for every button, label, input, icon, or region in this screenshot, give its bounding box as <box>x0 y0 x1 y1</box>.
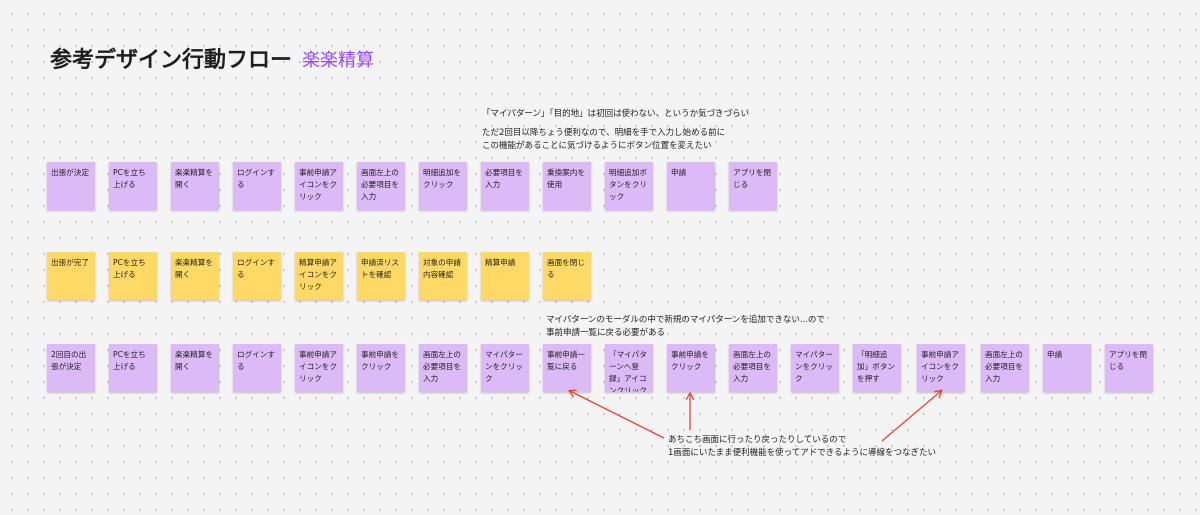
sticky-note[interactable]: 事前申請一覧に戻る <box>543 344 591 392</box>
sticky-note[interactable]: 申請 <box>667 162 715 210</box>
sticky-note[interactable]: 対象の申請内容確認 <box>419 252 467 300</box>
sticky-note[interactable]: マイパターンをクリック <box>481 344 529 392</box>
sticky-note[interactable]: 2回目の出張が決定 <box>47 344 95 392</box>
sticky-note[interactable]: 乗換案内を使用 <box>543 162 591 210</box>
sticky-note[interactable]: 事前申請アイコンをクリック <box>917 344 965 392</box>
note-second-use[interactable]: ただ2回目以降ちょう便利なので、明細を手で入力し始める前に この機能があることに… <box>482 128 726 151</box>
sticky-note[interactable]: 申請済リストを確認 <box>357 252 405 300</box>
sticky-note[interactable]: 明細追加をクリック <box>419 162 467 210</box>
sticky-note[interactable]: 画面を閉じる <box>543 252 591 300</box>
sticky-note[interactable]: PCを立ち上げる <box>109 162 157 210</box>
arrow-to-back-to-list <box>570 391 665 439</box>
sticky-note[interactable]: 申請 <box>1043 344 1091 392</box>
sticky-note[interactable]: 画面左上の必要項目を入力 <box>981 344 1029 392</box>
sticky-note[interactable]: アプリを閉じる <box>1105 344 1153 392</box>
sticky-note[interactable]: アプリを閉じる <box>729 162 777 210</box>
sticky-note[interactable]: 事前申請アイコンをクリック <box>295 344 343 392</box>
sticky-note[interactable]: 「明細追加」ボタンを押す <box>853 344 901 392</box>
sticky-note[interactable]: 楽楽精算を開く <box>171 344 219 392</box>
sticky-note[interactable]: 精算申請アイコンをクリック <box>295 252 343 300</box>
sticky-note[interactable]: 出張が完了 <box>47 252 95 300</box>
note-navigation[interactable]: あちこち画面に行ったり戻ったりしているので 1画面にいたまま便利機能を使ってアド… <box>668 435 937 458</box>
page-subtitle: 楽楽精算 <box>302 50 374 71</box>
note-modal[interactable]: マイパターンのモーダルの中で新規のマイパターンを追加できない...ので 事前申請… <box>546 315 825 338</box>
sticky-note[interactable]: 画面左上の必要項目を入力 <box>357 162 405 210</box>
sticky-note[interactable]: ログインする <box>233 344 281 392</box>
sticky-note[interactable]: 「マイパターンへ登録」アイコンクリック <box>605 344 653 392</box>
sticky-note[interactable]: 事前申請をクリック <box>667 344 715 392</box>
sticky-note[interactable]: マイパターンをクリック <box>791 344 839 392</box>
sticky-note[interactable]: 楽楽精算を開く <box>171 162 219 210</box>
sticky-note[interactable]: 画面左上の必要項目を入力 <box>419 344 467 392</box>
sticky-note[interactable]: ログインする <box>233 162 281 210</box>
note-mypattern[interactable]: 「マイパターン」「目的地」は初回は使わない、というか気づきづらい <box>482 109 750 119</box>
sticky-note[interactable]: 出張が決定 <box>47 162 95 210</box>
sticky-note[interactable]: ログインする <box>233 252 281 300</box>
sticky-note[interactable]: 明細追加ボタンをクリック <box>605 162 653 210</box>
sticky-note[interactable]: PCを立ち上げる <box>109 344 157 392</box>
sticky-note[interactable]: 事前申請アイコンをクリック <box>295 162 343 210</box>
sticky-note[interactable]: 精算申請 <box>481 252 529 300</box>
sticky-note[interactable]: 画面左上の必要項目を入力 <box>729 344 777 392</box>
sticky-note[interactable]: 事前申請をクリック <box>357 344 405 392</box>
page-title: 参考デザイン行動フロー <box>50 48 293 73</box>
sticky-note[interactable]: 楽楽精算を開く <box>171 252 219 300</box>
sticky-note[interactable]: PCを立ち上げる <box>109 252 157 300</box>
sticky-note[interactable]: 必要項目を入力 <box>481 162 529 210</box>
